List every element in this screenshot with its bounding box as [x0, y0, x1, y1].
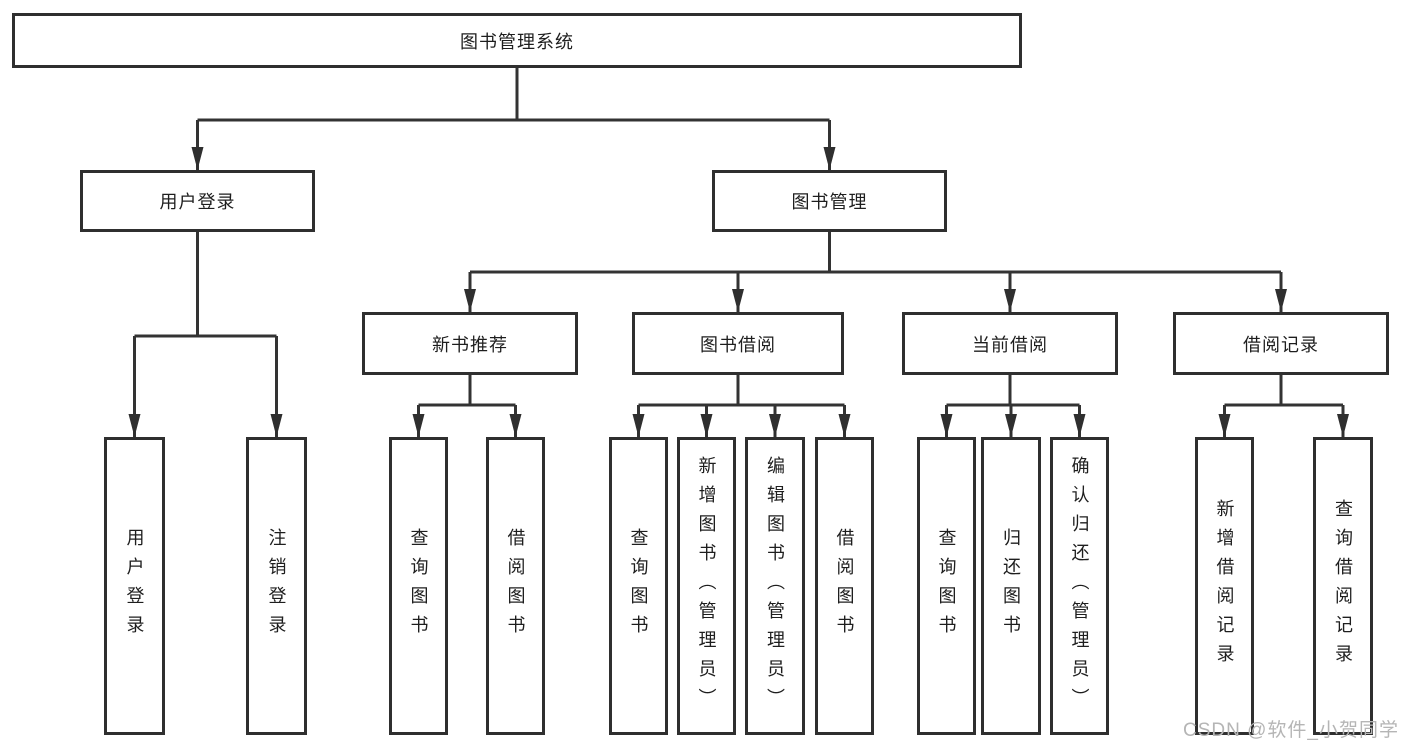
- leaf-query-book-3-label: 查询图书: [936, 528, 957, 644]
- leaf-query-book-2: 查询图书: [609, 437, 668, 735]
- leaf-borrow-book-1: 借阅图书: [486, 437, 545, 735]
- leaf-add-borrow-record: 新增借阅记录: [1195, 437, 1254, 735]
- leaf-borrow-book-1-label: 借阅图书: [505, 528, 526, 644]
- leaf-return-book: 归还图书: [981, 437, 1041, 735]
- node-book-borrow: 图书借阅: [632, 312, 844, 375]
- leaf-add-book-admin-label: 新增图书（管理员）: [696, 455, 717, 717]
- branch-borrow-records: [1218, 375, 1349, 437]
- node-user-login-label: 用户登录: [159, 192, 236, 212]
- leaf-query-book-1: 查询图书: [389, 437, 448, 735]
- node-current-borrow: 当前借阅: [902, 312, 1118, 375]
- leaf-query-book-3: 查询图书: [917, 437, 976, 735]
- leaf-add-borrow-record-label: 新增借阅记录: [1214, 499, 1235, 673]
- leaf-user-login-label: 用户登录: [124, 528, 145, 644]
- branch-book-borrow: [632, 375, 851, 437]
- leaf-logout: 注销登录: [246, 437, 307, 735]
- leaf-logout-label: 注销登录: [266, 528, 287, 644]
- branch-user-login: [128, 232, 283, 437]
- branch-root: [191, 68, 836, 170]
- node-borrow-records-label: 借阅记录: [1243, 334, 1319, 355]
- leaf-add-book-admin: 新增图书（管理员）: [677, 437, 736, 735]
- leaf-confirm-return-admin: 确认归还（管理员）: [1050, 437, 1109, 735]
- node-root-label: 图书管理系统: [460, 31, 574, 52]
- branch-book-management: [464, 232, 1287, 312]
- branch-new-book: [412, 375, 522, 437]
- leaf-edit-book-admin: 编辑图书（管理员）: [745, 437, 805, 735]
- node-new-book-recommend-label: 新书推荐: [432, 334, 508, 355]
- node-current-borrow-label: 当前借阅: [972, 334, 1048, 355]
- node-new-book-recommend: 新书推荐: [362, 312, 578, 375]
- node-root: 图书管理系统: [12, 13, 1022, 68]
- leaf-query-book-2-label: 查询图书: [628, 528, 649, 644]
- leaf-query-borrow-record-label: 查询借阅记录: [1333, 499, 1353, 673]
- branch-current-borrow: [940, 375, 1086, 437]
- node-book-management-label: 图书管理: [791, 192, 868, 212]
- node-user-login: 用户登录: [80, 170, 315, 232]
- node-book-borrow-label: 图书借阅: [700, 334, 776, 355]
- leaf-query-borrow-record: 查询借阅记录: [1313, 437, 1373, 735]
- csdn-watermark: CSDN @软件_小贺同学: [1183, 720, 1399, 741]
- leaf-query-book-1-label: 查询图书: [408, 528, 429, 644]
- leaf-user-login: 用户登录: [104, 437, 165, 735]
- leaf-confirm-return-admin-label: 确认归还（管理员）: [1069, 455, 1090, 717]
- leaf-edit-book-admin-label: 编辑图书（管理员）: [765, 455, 785, 717]
- leaf-return-book-label: 归还图书: [1001, 528, 1021, 644]
- leaf-borrow-book-2: 借阅图书: [815, 437, 874, 735]
- leaf-borrow-book-2-label: 借阅图书: [834, 528, 855, 644]
- node-borrow-records: 借阅记录: [1173, 312, 1389, 375]
- node-book-management: 图书管理: [712, 170, 947, 232]
